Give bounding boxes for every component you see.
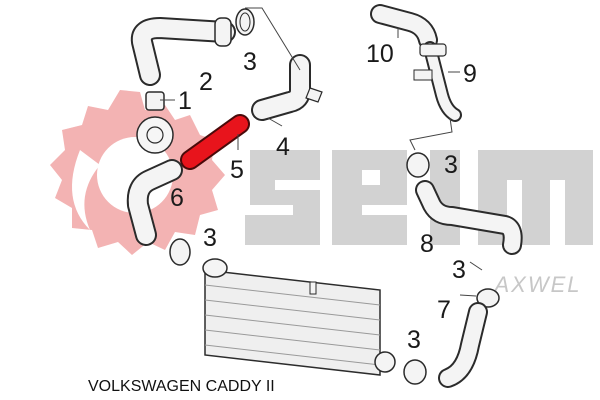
- callout-3-right-lower: 3: [452, 256, 466, 284]
- callout-1: 1: [178, 87, 192, 115]
- part-8-hose: [415, 180, 523, 255]
- callout-3-right-upper: 3: [444, 151, 458, 179]
- part-3-clamp-right-upper: [406, 152, 430, 178]
- part-10-hose: [370, 4, 438, 50]
- leader-lines: [160, 7, 483, 297]
- part-2-hose: [130, 17, 236, 86]
- callout-8: 8: [420, 230, 434, 258]
- intercooler: [202, 258, 396, 376]
- vehicle-caption: VOLKSWAGEN CADDY II: [88, 378, 275, 395]
- callout-7: 7: [437, 296, 451, 324]
- callout-3-bottom: 3: [407, 326, 421, 354]
- part-3-clamp-left: [169, 238, 191, 266]
- callout-4: 4: [276, 133, 290, 161]
- part-6-hose: [126, 159, 183, 246]
- callout-6: 6: [170, 184, 184, 212]
- callout-2: 2: [199, 68, 213, 96]
- part-1-turbo-fitting: [136, 91, 174, 154]
- callout-5: 5: [230, 156, 244, 184]
- callout-3-left: 3: [203, 224, 217, 252]
- part-9-pipe: [413, 41, 462, 122]
- axwel-wordmark: AXWEL: [492, 272, 581, 297]
- part-7-hose: [438, 288, 500, 388]
- callout-3-top: 3: [243, 48, 257, 76]
- part-5-hose-highlighted: [180, 114, 250, 170]
- part-4-intake-pipe: [251, 54, 323, 121]
- callout-10: 10: [366, 40, 394, 68]
- part-3-clamp-top: [235, 8, 255, 36]
- seim-gear-logo: [50, 90, 225, 255]
- callout-9: 9: [463, 60, 477, 88]
- part-3-clamp-bottom: [403, 359, 427, 385]
